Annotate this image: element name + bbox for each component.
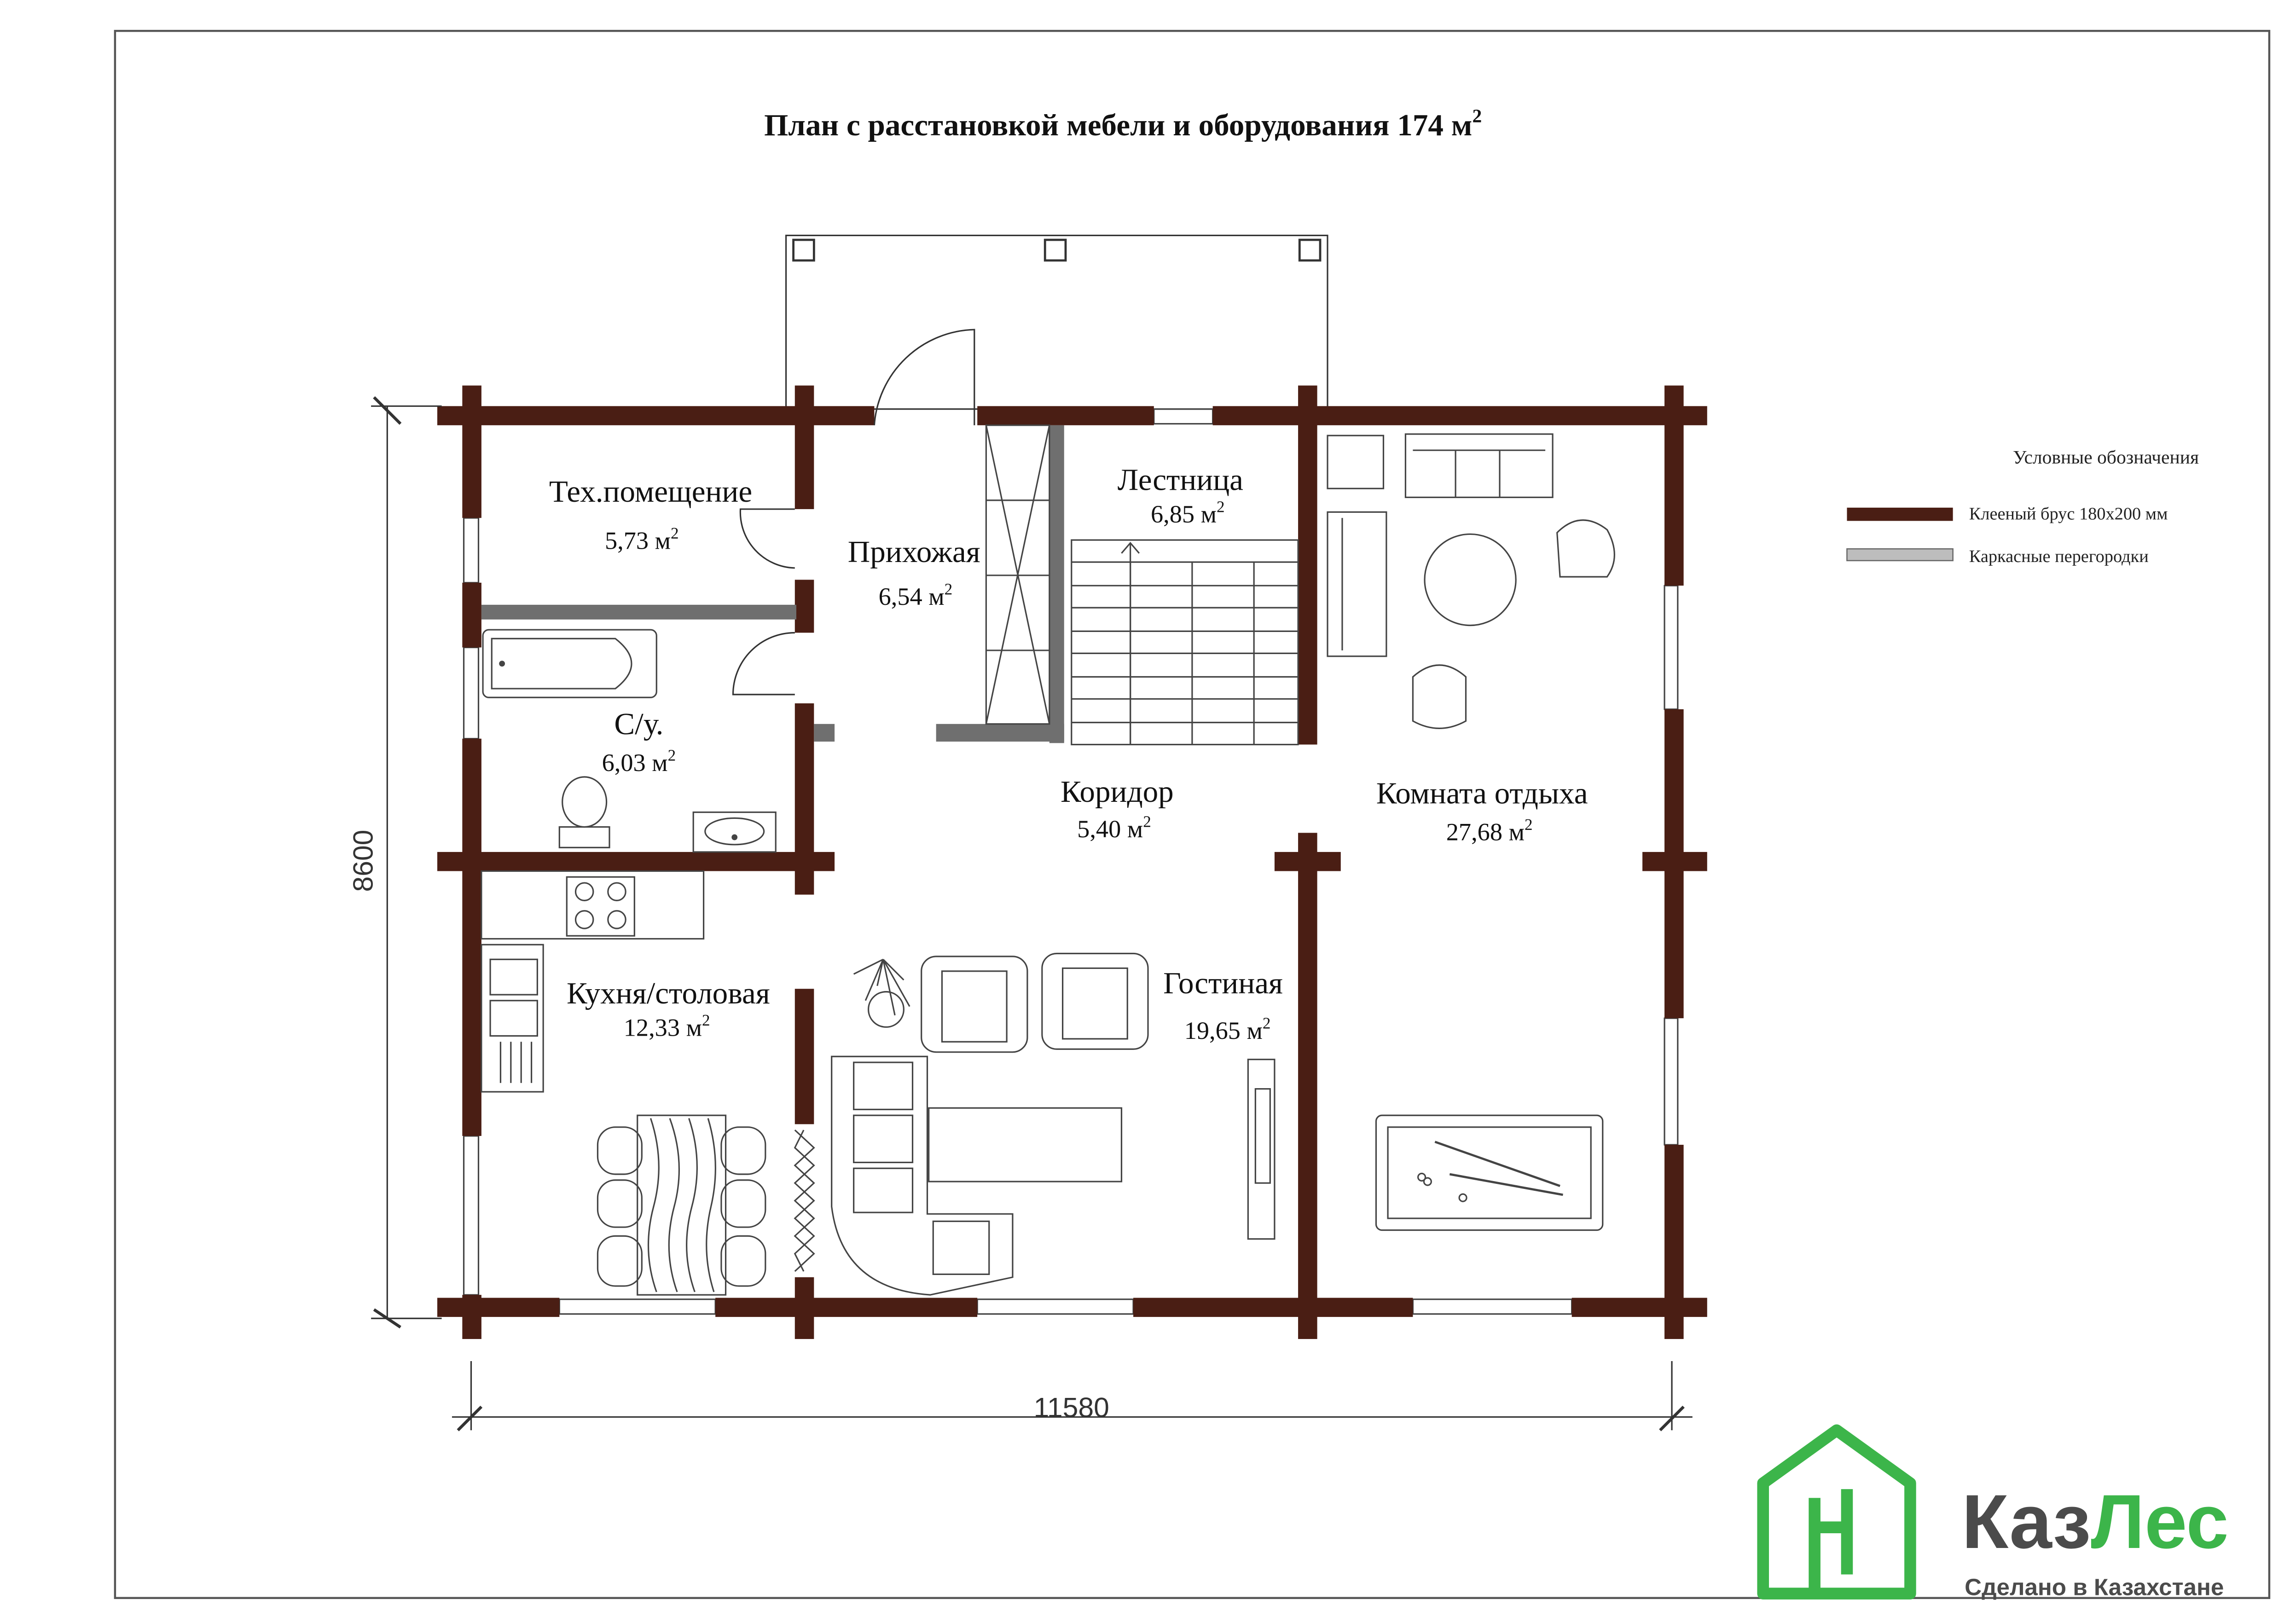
bathtub (482, 629, 657, 698)
room-name-bath: С/у. (614, 707, 663, 741)
legend-swatch-log (1847, 507, 1953, 521)
doors (732, 329, 975, 696)
logo-tagline: Сделано в Казахстане (1965, 1574, 2224, 1600)
room-area-bath: 6,03 м2 (602, 747, 676, 777)
plant-icon (853, 958, 910, 1016)
drawing-frame (114, 29, 2271, 1599)
bathroom-fixtures (482, 629, 777, 853)
legend: Условные обозначения Клееный брус 180х20… (1846, 446, 2199, 566)
kitchen-fixtures (481, 870, 705, 1093)
chair (1412, 664, 1467, 729)
room-area-tech: 5,73 м2 (605, 524, 679, 554)
room-name-rest: Комната отдыха (1376, 776, 1588, 810)
dimension-width: 11580 (1034, 1391, 1109, 1423)
sofa (1404, 433, 1554, 498)
billiard-table (1375, 1114, 1604, 1231)
cabinet (1327, 435, 1385, 489)
log-walls (437, 385, 1707, 1339)
room-area-stairs: 6,85 м2 (1151, 498, 1225, 527)
legend-swatch-partition (1846, 548, 1954, 562)
sink (692, 812, 777, 853)
logo-name: КазЛес (1962, 1479, 2229, 1565)
company-logo: КазЛес Сделано в Казахстане (1757, 1424, 2229, 1600)
room-area-kitchen: 12,33 м2 (624, 1011, 710, 1041)
rest-furniture (1327, 433, 1615, 1231)
living-furniture (831, 952, 1276, 1296)
frame-partitions (481, 425, 1064, 743)
legend-label-log: Клееный брус 180х200 мм (1969, 504, 2168, 523)
kitchen-sink (489, 958, 538, 996)
house-icon (1757, 1424, 1916, 1600)
room-area-hall: 6,54 м2 (879, 580, 953, 610)
legend-label-partition: Каркасные перегородки (1969, 547, 2149, 566)
round-table (1424, 533, 1517, 626)
room-labels: Тех.помещение 5,73 м2 Прихожая 6,54 м2 Л… (549, 463, 1588, 1044)
room-name-corridor: Коридор (1061, 774, 1174, 809)
dimension-height: 8600 (347, 830, 378, 892)
staircase (985, 424, 1299, 746)
dimension-lines (371, 396, 1693, 1432)
stove (566, 876, 635, 937)
room-name-kitchen: Кухня/столовая (567, 976, 770, 1010)
terrace (785, 234, 1328, 410)
coffee-table (928, 1107, 1123, 1182)
room-name-hall: Прихожая (848, 534, 980, 569)
room-name-tech: Тех.помещение (549, 474, 752, 509)
armchair (1041, 952, 1149, 1050)
legend-title: Условные обозначения (2013, 446, 2199, 468)
fireplace (1247, 1059, 1276, 1240)
dining-table (597, 1114, 766, 1296)
armchair (921, 956, 1028, 1053)
plan-title: План с расстановкой мебели и оборудовани… (764, 105, 1482, 142)
room-name-stairs: Лестница (1118, 463, 1243, 497)
toilet (562, 776, 608, 828)
chair (1556, 519, 1615, 578)
room-area-rest: 27,68 м2 (1446, 816, 1533, 846)
corner-sofa (831, 1055, 1014, 1296)
folding-door (794, 1129, 815, 1272)
room-name-living: Гостиная (1163, 966, 1283, 1000)
room-area-living: 19,65 м2 (1184, 1014, 1271, 1044)
bathtub-inner (491, 638, 632, 690)
sofa-side (1327, 511, 1387, 657)
room-area-corridor: 5,40 м2 (1077, 813, 1151, 843)
